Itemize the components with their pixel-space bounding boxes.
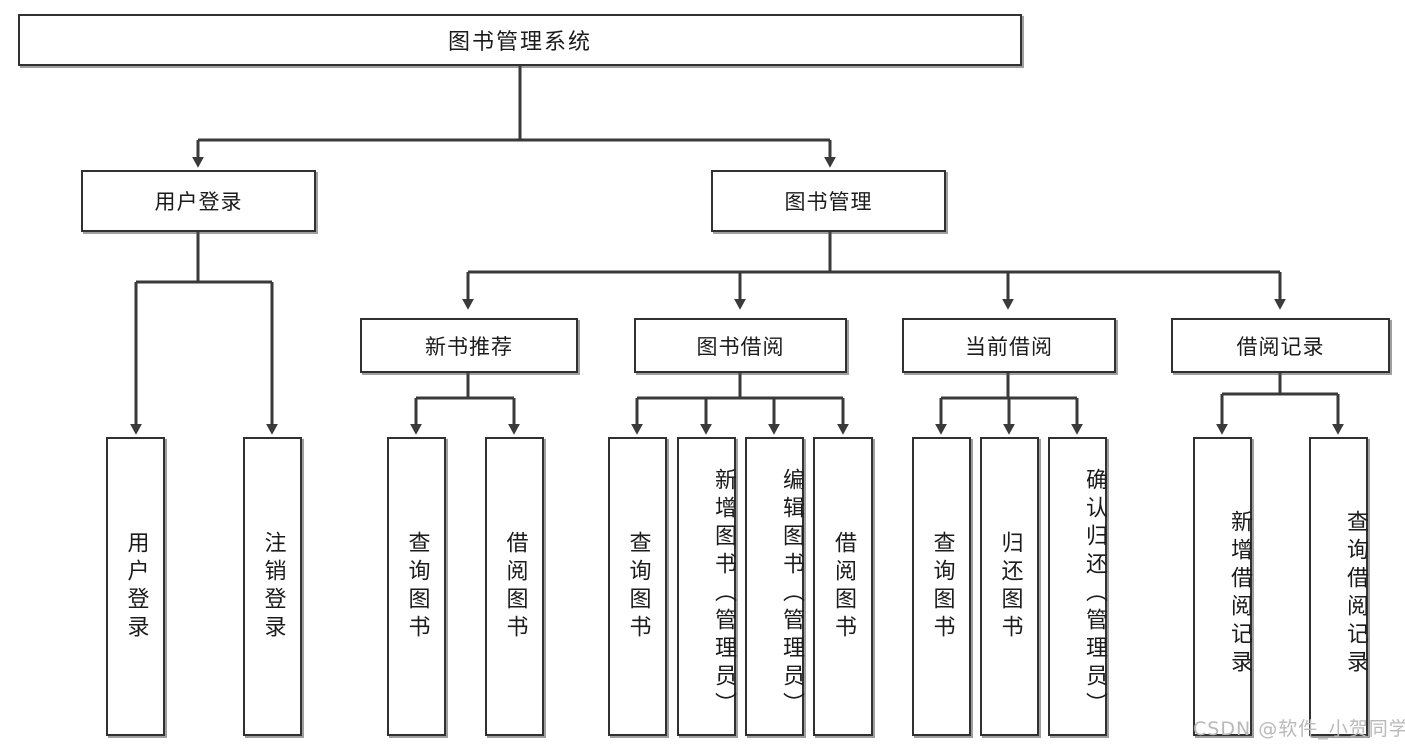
node-user-login[interactable]: 用户登录 bbox=[81, 170, 316, 232]
node-leaf-add-record-label: 新增借阅记录 bbox=[1227, 509, 1252, 678]
node-leaf-borrow-book-1[interactable]: 借阅图书 bbox=[485, 437, 544, 736]
node-leaf-query-book-3-label: 查询图书 bbox=[929, 530, 955, 643]
node-leaf-query-book-3[interactable]: 查询图书 bbox=[912, 437, 971, 736]
node-leaf-query-book-2[interactable]: 查询图书 bbox=[608, 437, 667, 736]
node-leaf-borrow-book-2-label: 借阅图书 bbox=[831, 530, 856, 643]
node-book-borrow-label: 图书借阅 bbox=[696, 334, 785, 359]
node-leaf-borrow-book-1-label: 借阅图书 bbox=[502, 530, 528, 643]
node-root[interactable]: 图书管理系统 bbox=[18, 14, 1022, 66]
node-leaf-query-record-label: 查询借阅记录 bbox=[1343, 509, 1368, 678]
node-leaf-add-book[interactable]: 新增图书（管理员） bbox=[677, 437, 736, 736]
node-current-borrow[interactable]: 当前借阅 bbox=[902, 318, 1116, 373]
node-leaf-confirm-return-label: 确认归还（管理员） bbox=[1082, 467, 1107, 720]
node-leaf-user-login[interactable]: 用户登录 bbox=[106, 437, 165, 736]
node-borrow-record[interactable]: 借阅记录 bbox=[1171, 318, 1390, 373]
node-user-login-label: 用户登录 bbox=[154, 190, 243, 214]
node-book-borrow[interactable]: 图书借阅 bbox=[634, 318, 847, 373]
node-leaf-user-login-label: 用户登录 bbox=[123, 530, 149, 643]
node-leaf-query-book-1[interactable]: 查询图书 bbox=[387, 437, 446, 736]
node-current-borrow-label: 当前借阅 bbox=[965, 334, 1053, 359]
node-leaf-add-record[interactable]: 新增借阅记录 bbox=[1193, 437, 1252, 736]
node-new-book-recommend-label: 新书推荐 bbox=[425, 334, 513, 359]
node-leaf-logout-login-label: 注销登录 bbox=[260, 530, 286, 643]
node-leaf-logout-login[interactable]: 注销登录 bbox=[243, 437, 302, 736]
node-leaf-query-book-1-label: 查询图书 bbox=[404, 530, 430, 643]
node-book-manage[interactable]: 图书管理 bbox=[711, 170, 946, 232]
node-leaf-borrow-book-2[interactable]: 借阅图书 bbox=[813, 437, 873, 736]
node-leaf-return-book-label: 归还图书 bbox=[997, 530, 1023, 643]
node-leaf-edit-book[interactable]: 编辑图书（管理员） bbox=[745, 437, 804, 736]
node-leaf-return-book[interactable]: 归还图书 bbox=[980, 437, 1039, 736]
node-borrow-record-label: 借阅记录 bbox=[1236, 334, 1325, 359]
node-leaf-query-book-2-label: 查询图书 bbox=[625, 530, 651, 643]
node-leaf-query-record[interactable]: 查询借阅记录 bbox=[1309, 437, 1368, 736]
node-leaf-confirm-return[interactable]: 确认归还（管理员） bbox=[1048, 437, 1107, 736]
node-leaf-edit-book-label: 编辑图书（管理员） bbox=[779, 467, 804, 720]
node-root-label: 图书管理系统 bbox=[447, 30, 592, 55]
node-book-manage-label: 图书管理 bbox=[784, 190, 873, 214]
node-leaf-add-book-label: 新增图书（管理员） bbox=[711, 467, 736, 720]
node-new-book-recommend[interactable]: 新书推荐 bbox=[360, 318, 578, 373]
